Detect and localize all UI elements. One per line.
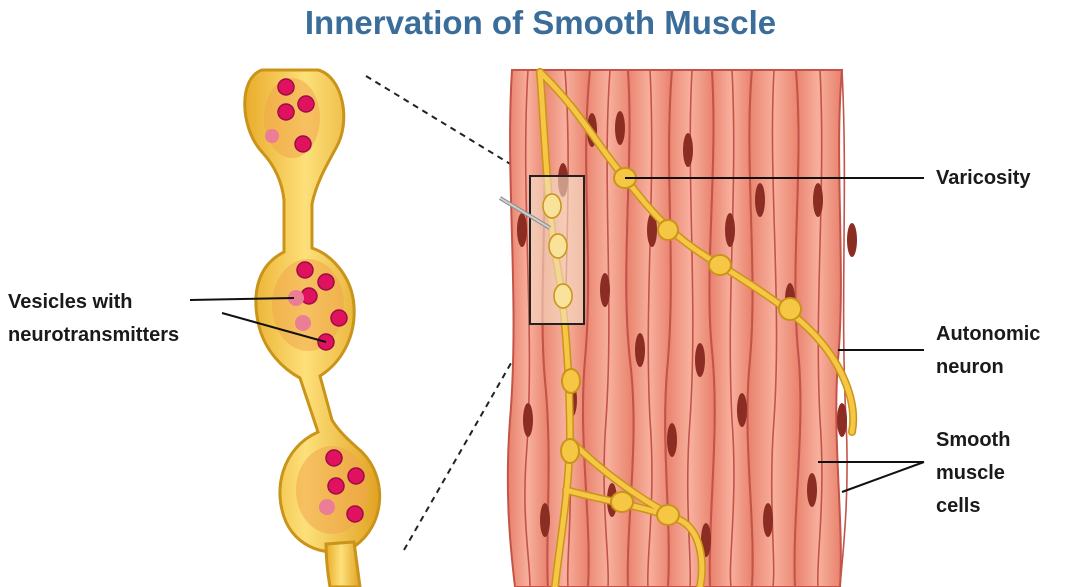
leader-muscle-2 [842,462,924,492]
label-smooth-line3: cells [936,490,1010,523]
label-autonomic-line2: neuron [936,351,1040,384]
label-smooth-line1: Smooth [936,424,1010,457]
label-vesicles-line1: Vesicles with [8,286,179,319]
magnified-axon [245,70,380,587]
zoom-line-top [366,76,530,176]
label-vesicles: Vesicles with neurotransmitters [8,286,179,352]
label-varicosity: Varicosity [936,162,1031,195]
label-autonomic-line1: Autonomic [936,318,1040,351]
label-smooth-line2: muscle [936,457,1010,490]
label-smooth-muscle-cells: Smooth muscle cells [936,424,1010,523]
label-vesicles-line2: neurotransmitters [8,319,179,352]
label-varicosity-text: Varicosity [936,162,1031,195]
label-autonomic-neuron: Autonomic neuron [936,318,1040,384]
